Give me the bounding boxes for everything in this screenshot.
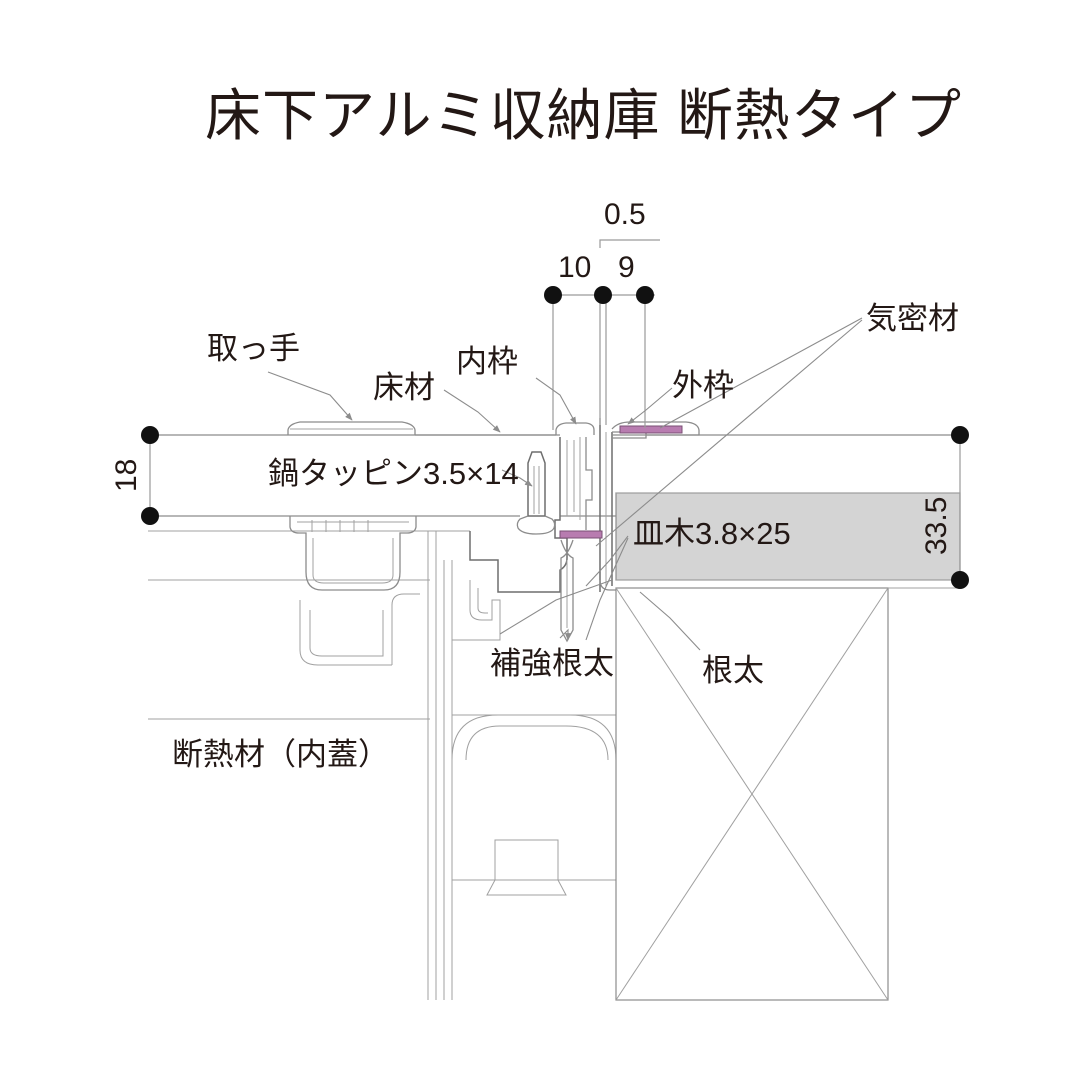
callout-airtight-material: 気密材 bbox=[866, 301, 959, 336]
callout-tapping-screw: 鍋タッピン3.5×14 bbox=[268, 456, 519, 491]
storage-box-body bbox=[299, 531, 617, 1000]
outer-frame-profile bbox=[559, 418, 700, 592]
dimension-10: 10 bbox=[558, 251, 592, 284]
dimension-33-5: 33.5 bbox=[920, 496, 953, 555]
page-title: 床下アルミ収納庫 断熱タイプ bbox=[205, 84, 962, 147]
callout-outer-frame: 外枠 bbox=[672, 368, 734, 403]
dimension-9: 9 bbox=[618, 251, 635, 284]
inner-frame-profile bbox=[415, 422, 595, 593]
callout-handle: 取っ手 bbox=[207, 331, 300, 366]
joist-section bbox=[615, 587, 960, 1001]
handle-detail bbox=[287, 421, 416, 435]
callout-wood-screw: 皿木3.8×25 bbox=[633, 516, 791, 551]
callout-joist: 根太 bbox=[702, 653, 764, 688]
callout-insulation: 断熱材（内蓋） bbox=[172, 737, 389, 772]
dimension-18: 18 bbox=[110, 458, 143, 492]
handle-recess bbox=[289, 516, 417, 591]
wood-screw-glyph bbox=[560, 539, 574, 643]
tapping-screw-glyph bbox=[516, 451, 556, 535]
dimension-lines bbox=[141, 239, 969, 589]
dimension-0-5: 0.5 bbox=[604, 198, 646, 231]
callout-flooring: 床材 bbox=[373, 370, 435, 405]
callout-reinforcing-joist: 補強根太 bbox=[490, 646, 614, 681]
callout-inner-frame: 内枠 bbox=[456, 344, 518, 379]
leader-lines bbox=[267, 317, 863, 651]
sill-board-fill bbox=[615, 492, 961, 581]
